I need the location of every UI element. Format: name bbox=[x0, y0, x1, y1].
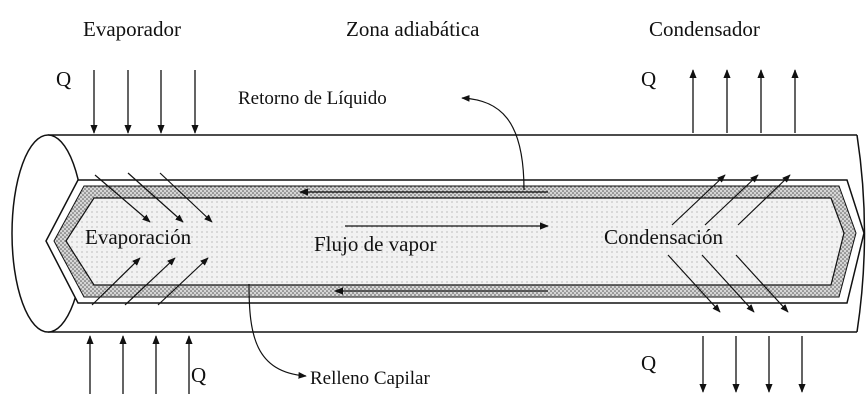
condensation-arrow bbox=[704, 174, 759, 226]
evaporation-arrow bbox=[91, 257, 141, 306]
heat-in-arrows-top bbox=[90, 70, 199, 134]
evaporation-label: Evaporación bbox=[85, 225, 192, 249]
heat-out-top-q-label: Q bbox=[641, 67, 656, 91]
capillary-fill-callout bbox=[248, 283, 307, 379]
adiabatic-zone-label: Zona adiabática bbox=[346, 17, 480, 41]
heat-in-top-q-label: Q bbox=[56, 67, 71, 91]
heat-in-arrows-bottom bbox=[86, 335, 193, 394]
heat-out-bottom-q-label: Q bbox=[641, 351, 656, 375]
condensation-arrow bbox=[667, 254, 721, 313]
vapor-flow-label: Flujo de vapor bbox=[314, 232, 436, 256]
evaporation-arrow bbox=[94, 174, 151, 223]
capillary-fill-label: Relleno Capilar bbox=[310, 368, 430, 389]
evaporation-arrow bbox=[124, 257, 176, 306]
evaporation-arrows bbox=[91, 172, 213, 306]
condensation-arrow bbox=[735, 254, 789, 313]
condensation-arrow bbox=[737, 174, 791, 226]
heat-out-arrows-bottom bbox=[699, 336, 806, 393]
condensation-arrow bbox=[701, 254, 755, 313]
inner-vessel bbox=[45, 179, 865, 304]
evaporation-arrow bbox=[127, 172, 184, 223]
evaporation-arrow bbox=[159, 172, 213, 223]
evaporation-arrow bbox=[157, 257, 209, 306]
condensation-arrows bbox=[667, 174, 791, 313]
condensation-label: Condensación bbox=[604, 225, 723, 249]
heat-out-arrows-top bbox=[689, 69, 799, 133]
condenser-label: Condensador bbox=[649, 17, 760, 41]
heat-in-bottom-q-label: Q bbox=[191, 363, 206, 387]
vapor-core bbox=[65, 197, 845, 286]
liquid-return-label: Retorno de Líquido bbox=[238, 88, 387, 109]
liquid-return-callout bbox=[461, 95, 525, 191]
condensation-arrow bbox=[671, 174, 726, 226]
evaporator-label: Evaporador bbox=[83, 17, 181, 41]
